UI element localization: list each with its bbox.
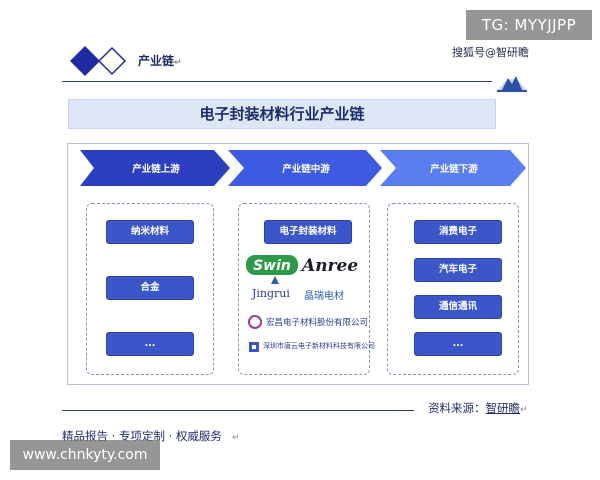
jingrui-logo: Jingrui 晶瑞电材	[252, 276, 364, 304]
hongchang-mark-icon	[248, 315, 262, 329]
site-watermark: www.chnkyty.com	[10, 440, 160, 470]
tg-watermark: TG: MYYJJPP	[466, 10, 592, 40]
stage-label-midstream: 产业链中游	[282, 163, 330, 175]
shenzhen-mark-icon	[249, 342, 259, 352]
source-name: 智研瞻	[485, 401, 521, 415]
stage-arrow-midstream	[228, 150, 382, 186]
downstream-item-telecom: 通信通讯	[414, 295, 502, 319]
swin-logo: Swin	[246, 255, 298, 275]
source-note: 资料来源：智研瞻↵	[428, 401, 528, 415]
jingrui-mark-icon	[271, 276, 279, 284]
stage-arrow-upstream	[80, 150, 230, 186]
svg-text:Swin: Swin	[253, 258, 291, 274]
header-divider	[62, 81, 492, 82]
downstream-item-consumer-electronics: 消费电子	[414, 220, 502, 244]
jingrui-cn: 晶瑞电材	[304, 291, 344, 302]
upstream-item-more: ...	[106, 332, 194, 356]
shenzhen-logo: 深圳市唐云电子新材料科技有限公司	[248, 340, 375, 354]
hongchang-name: 宏昌电子材料股份有限公司	[266, 318, 369, 328]
shenzhen-name: 深圳市唐云电子新材料科技有限公司	[263, 342, 375, 350]
upstream-item-alloy: 合金	[106, 276, 194, 300]
jingrui-en: Jingrui	[252, 287, 290, 300]
stage-arrows: 产业链上游 产业链中游 产业链下游	[80, 150, 526, 186]
stage-arrow-downstream	[380, 150, 526, 186]
svg-text:Anree: Anree	[300, 256, 358, 275]
footer-divider	[62, 410, 414, 411]
hongchang-logo: 宏昌电子材料股份有限公司	[248, 314, 368, 330]
midstream-item-packaging-materials: 电子封装材料	[264, 220, 352, 244]
downstream-item-more: ...	[414, 332, 502, 356]
brand-logo-icon	[497, 76, 527, 92]
stage-label-downstream: 产业链下游	[430, 163, 478, 175]
sohu-watermark: 搜狐号@智研瞻	[452, 46, 529, 59]
downstream-item-auto-electronics: 汽车电子	[414, 258, 502, 282]
diamond-logo-icon	[70, 46, 127, 76]
stage-label-upstream: 产业链上游	[132, 163, 180, 175]
slogan: 精品报告 · 专项定制 · 权威服务↵	[62, 429, 240, 443]
upstream-item-nano-materials: 纳米材料	[106, 220, 194, 244]
anree-logo: Anree	[300, 256, 358, 275]
section-label: 产业链↵	[138, 54, 182, 68]
diagram-title: 电子封装材料行业产业链	[68, 99, 496, 129]
